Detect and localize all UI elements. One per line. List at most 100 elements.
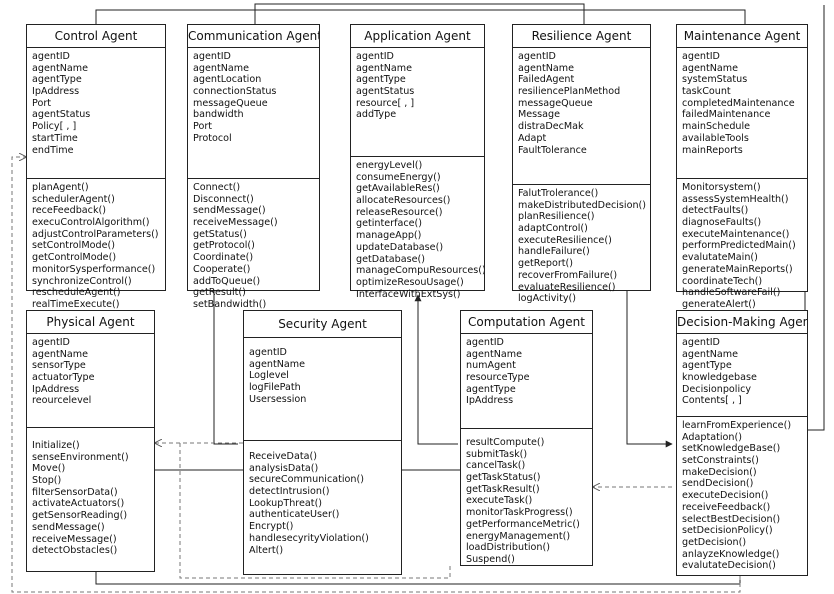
methods: energyLevel() consumeEnergy() getAvailab…	[351, 156, 484, 302]
method: detectIntrusion()	[249, 486, 330, 498]
attribute: systemStatus	[682, 74, 748, 86]
attributes: agentID agentName sensorType actuatorTyp…	[27, 334, 154, 427]
method: executeTask()	[466, 495, 533, 507]
decision-making-agent-class[interactable]: Decision-Making Agent agentID agentName …	[676, 310, 808, 576]
method: manageCompuResources()	[356, 265, 484, 277]
link-control-maintenance	[95, 9, 746, 24]
attribute: agentID	[682, 51, 720, 62]
method: activateActuators()	[32, 498, 125, 510]
method: cancelTask()	[466, 460, 526, 472]
attribute: mainSchedule	[682, 121, 751, 133]
method: monitorSysperformance()	[32, 263, 156, 275]
dependency-decision-control	[11, 157, 741, 593]
attribute: resiliencePlanMethod	[518, 86, 621, 98]
methods: planAgent() schedulerAgent() receFeedbac…	[27, 178, 165, 313]
method: analysisData()	[249, 462, 319, 474]
attribute: agentType	[682, 360, 732, 372]
method: Suspend()	[466, 553, 515, 565]
method: rescheduleAgent()	[32, 287, 121, 299]
maintenance-agent-class[interactable]: Maintenance Agent agentID agentName syst…	[676, 24, 808, 310]
attribute: availableTools	[682, 132, 749, 144]
method: sendMessage()	[193, 205, 266, 217]
method: senseEnvironment()	[32, 451, 129, 463]
attribute: messageQueue	[518, 97, 593, 109]
attribute: agentID	[518, 51, 556, 62]
method: getSensorReading()	[32, 510, 128, 522]
methods: Monitorsystem() assessSystemHealth() det…	[677, 178, 807, 313]
attribute: agentID	[466, 337, 504, 348]
resilience-agent-class[interactable]: Resilience Agent agentID agentName Faile…	[512, 24, 651, 304]
class-name: Resilience Agent	[513, 25, 650, 48]
attributes: agentID agentName agentType knowledgebas…	[677, 334, 807, 416]
method: getProtocol()	[193, 240, 255, 252]
class-name: Communication Agent	[188, 25, 319, 48]
attribute: agentID	[193, 51, 231, 62]
attributes: agentID agentName systemStatus taskCount…	[677, 48, 807, 178]
attribute: agentType	[356, 74, 406, 86]
attribute: endTime	[32, 144, 74, 156]
attributes: agentID agentName FailedAgent resilience…	[513, 48, 650, 184]
attribute: reourcelevel	[32, 395, 92, 407]
method: getDecision()	[682, 536, 747, 548]
method: receFeedback()	[32, 205, 106, 217]
method: executeResilience()	[518, 234, 612, 246]
attributes: agentID agentName agentType agentStatus …	[351, 48, 484, 156]
attribute: agentName	[193, 62, 250, 74]
attribute: agentStatus	[32, 109, 91, 121]
attribute: IpAddress	[32, 86, 80, 98]
method: updateDatabase()	[356, 241, 444, 253]
class-name: Application Agent	[351, 25, 484, 48]
method: coordinateTech()	[682, 275, 763, 287]
attribute: agentName	[682, 348, 739, 360]
attribute: mainReports	[682, 144, 743, 156]
method: detectFaults()	[682, 205, 749, 217]
class-name: Physical Agent	[27, 311, 154, 334]
communication-agent-class[interactable]: Communication Agent agentID agentName ag…	[187, 24, 320, 310]
attribute: agentID	[32, 51, 70, 62]
attribute: FailedAgent	[518, 74, 575, 86]
attribute: actuatorType	[32, 372, 95, 384]
physical-agent-class[interactable]: Physical Agent agentID agentName sensorT…	[26, 310, 155, 572]
method: anlayzeKnowledge()	[682, 548, 780, 560]
computation-agent-class[interactable]: Computation Agent agentID agentName numA…	[460, 310, 593, 566]
attribute: logFilePath	[249, 382, 301, 394]
class-name: Maintenance Agent	[677, 25, 807, 48]
method: detectObstacles()	[32, 545, 118, 557]
method: generateMainReports()	[682, 263, 793, 275]
method: planResilience()	[518, 211, 595, 223]
attribute: agentName	[249, 358, 306, 370]
attribute: Message	[518, 109, 561, 121]
attribute: Protocol	[193, 132, 232, 144]
class-name: Decision-Making Agent	[677, 311, 807, 334]
methods: learnFromExperience() Adaptation() setKn…	[677, 416, 807, 574]
method: schedulerAgent()	[32, 193, 115, 205]
attribute: resource[ , ]	[356, 97, 415, 109]
attribute: IpAddress	[32, 383, 80, 395]
attribute: agentType	[32, 74, 82, 86]
method: handleSoftwareFail()	[682, 287, 781, 299]
method: receiveFeedback()	[682, 501, 771, 513]
attribute: sensorType	[32, 360, 86, 372]
method: getResult()	[193, 287, 246, 299]
method: getTaskStatus()	[466, 472, 541, 484]
method: getPerformanceMetric()	[466, 518, 580, 530]
method: Move()	[32, 463, 66, 475]
method: Altert()	[249, 544, 284, 556]
security-agent-class[interactable]: Security Agent agentID agentName Logleve…	[243, 310, 402, 575]
methods: ReceiveData() analysisData() secureCommu…	[244, 440, 401, 558]
attribute: Usersession	[249, 393, 307, 405]
method: Adaptation()	[682, 431, 742, 443]
application-agent-class[interactable]: Application Agent agentID agentName agen…	[350, 24, 485, 300]
attribute: completedMaintenance	[682, 97, 795, 109]
attribute: distraDecMak	[518, 121, 584, 133]
attribute: Port	[193, 121, 213, 133]
attribute: agentName	[682, 62, 739, 74]
method: Connect()	[193, 182, 241, 193]
attribute: IpAddress	[466, 395, 514, 407]
attribute: failedMaintenance	[682, 109, 771, 121]
method: energyLevel()	[356, 160, 423, 171]
method: handleFailure()	[518, 246, 590, 258]
method: loadDistribution()	[466, 542, 550, 554]
control-agent-class[interactable]: Control Agent agentID agentName agentTyp…	[26, 24, 166, 310]
attribute: resourceType	[466, 372, 530, 384]
